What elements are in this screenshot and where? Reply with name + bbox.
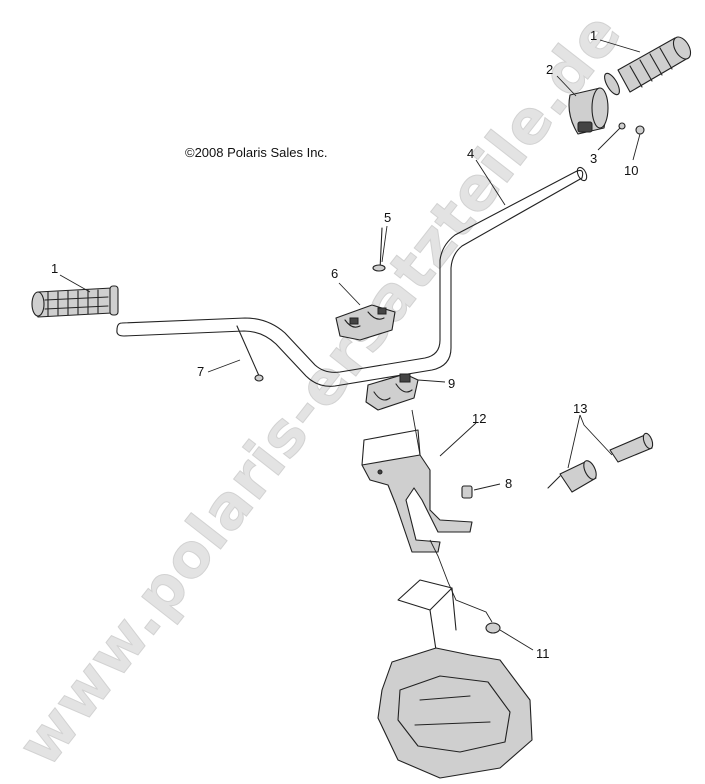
- right-grip: [604, 36, 692, 96]
- mount-bracket: [361, 429, 473, 553]
- callout-11: 11: [536, 646, 550, 661]
- handlebar: [116, 166, 588, 387]
- steering-base: [377, 579, 533, 779]
- bracket-screw: [461, 485, 473, 499]
- callout-1-left: 1: [51, 261, 58, 276]
- callout-2: 2: [546, 62, 553, 77]
- callout-5: 5: [384, 210, 391, 225]
- throttle-housing: [568, 87, 609, 135]
- callout-6: 6: [331, 266, 338, 281]
- left-grip: [31, 285, 119, 318]
- upper-clamp: [335, 304, 396, 341]
- callout-3: 3: [590, 151, 597, 166]
- copyright-text: ©2008 Polaris Sales Inc.: [185, 145, 328, 160]
- callout-numbers: 1 1 2 3 4 5 6 7 8 9 10 11 12 13: [51, 28, 638, 661]
- callout-12: 12: [472, 411, 486, 426]
- callout-4: 4: [467, 146, 474, 161]
- lower-clamp: [365, 373, 419, 411]
- callout-8: 8: [505, 476, 512, 491]
- nut: [485, 622, 501, 634]
- switch-assembly: [547, 432, 654, 493]
- small-screw: [618, 122, 626, 130]
- callout-13: 13: [573, 401, 587, 416]
- callout-1-right: 1: [590, 28, 597, 43]
- callout-7: 7: [197, 364, 204, 379]
- leader-lines: [59, 39, 641, 651]
- clamp-bolt: [372, 227, 386, 272]
- long-bolt: [236, 325, 264, 382]
- small-nut: [635, 125, 645, 135]
- callout-10: 10: [624, 163, 638, 178]
- callout-9: 9: [448, 376, 455, 391]
- watermark-text: www.polaris-ersatzteile.de: [5, 0, 636, 779]
